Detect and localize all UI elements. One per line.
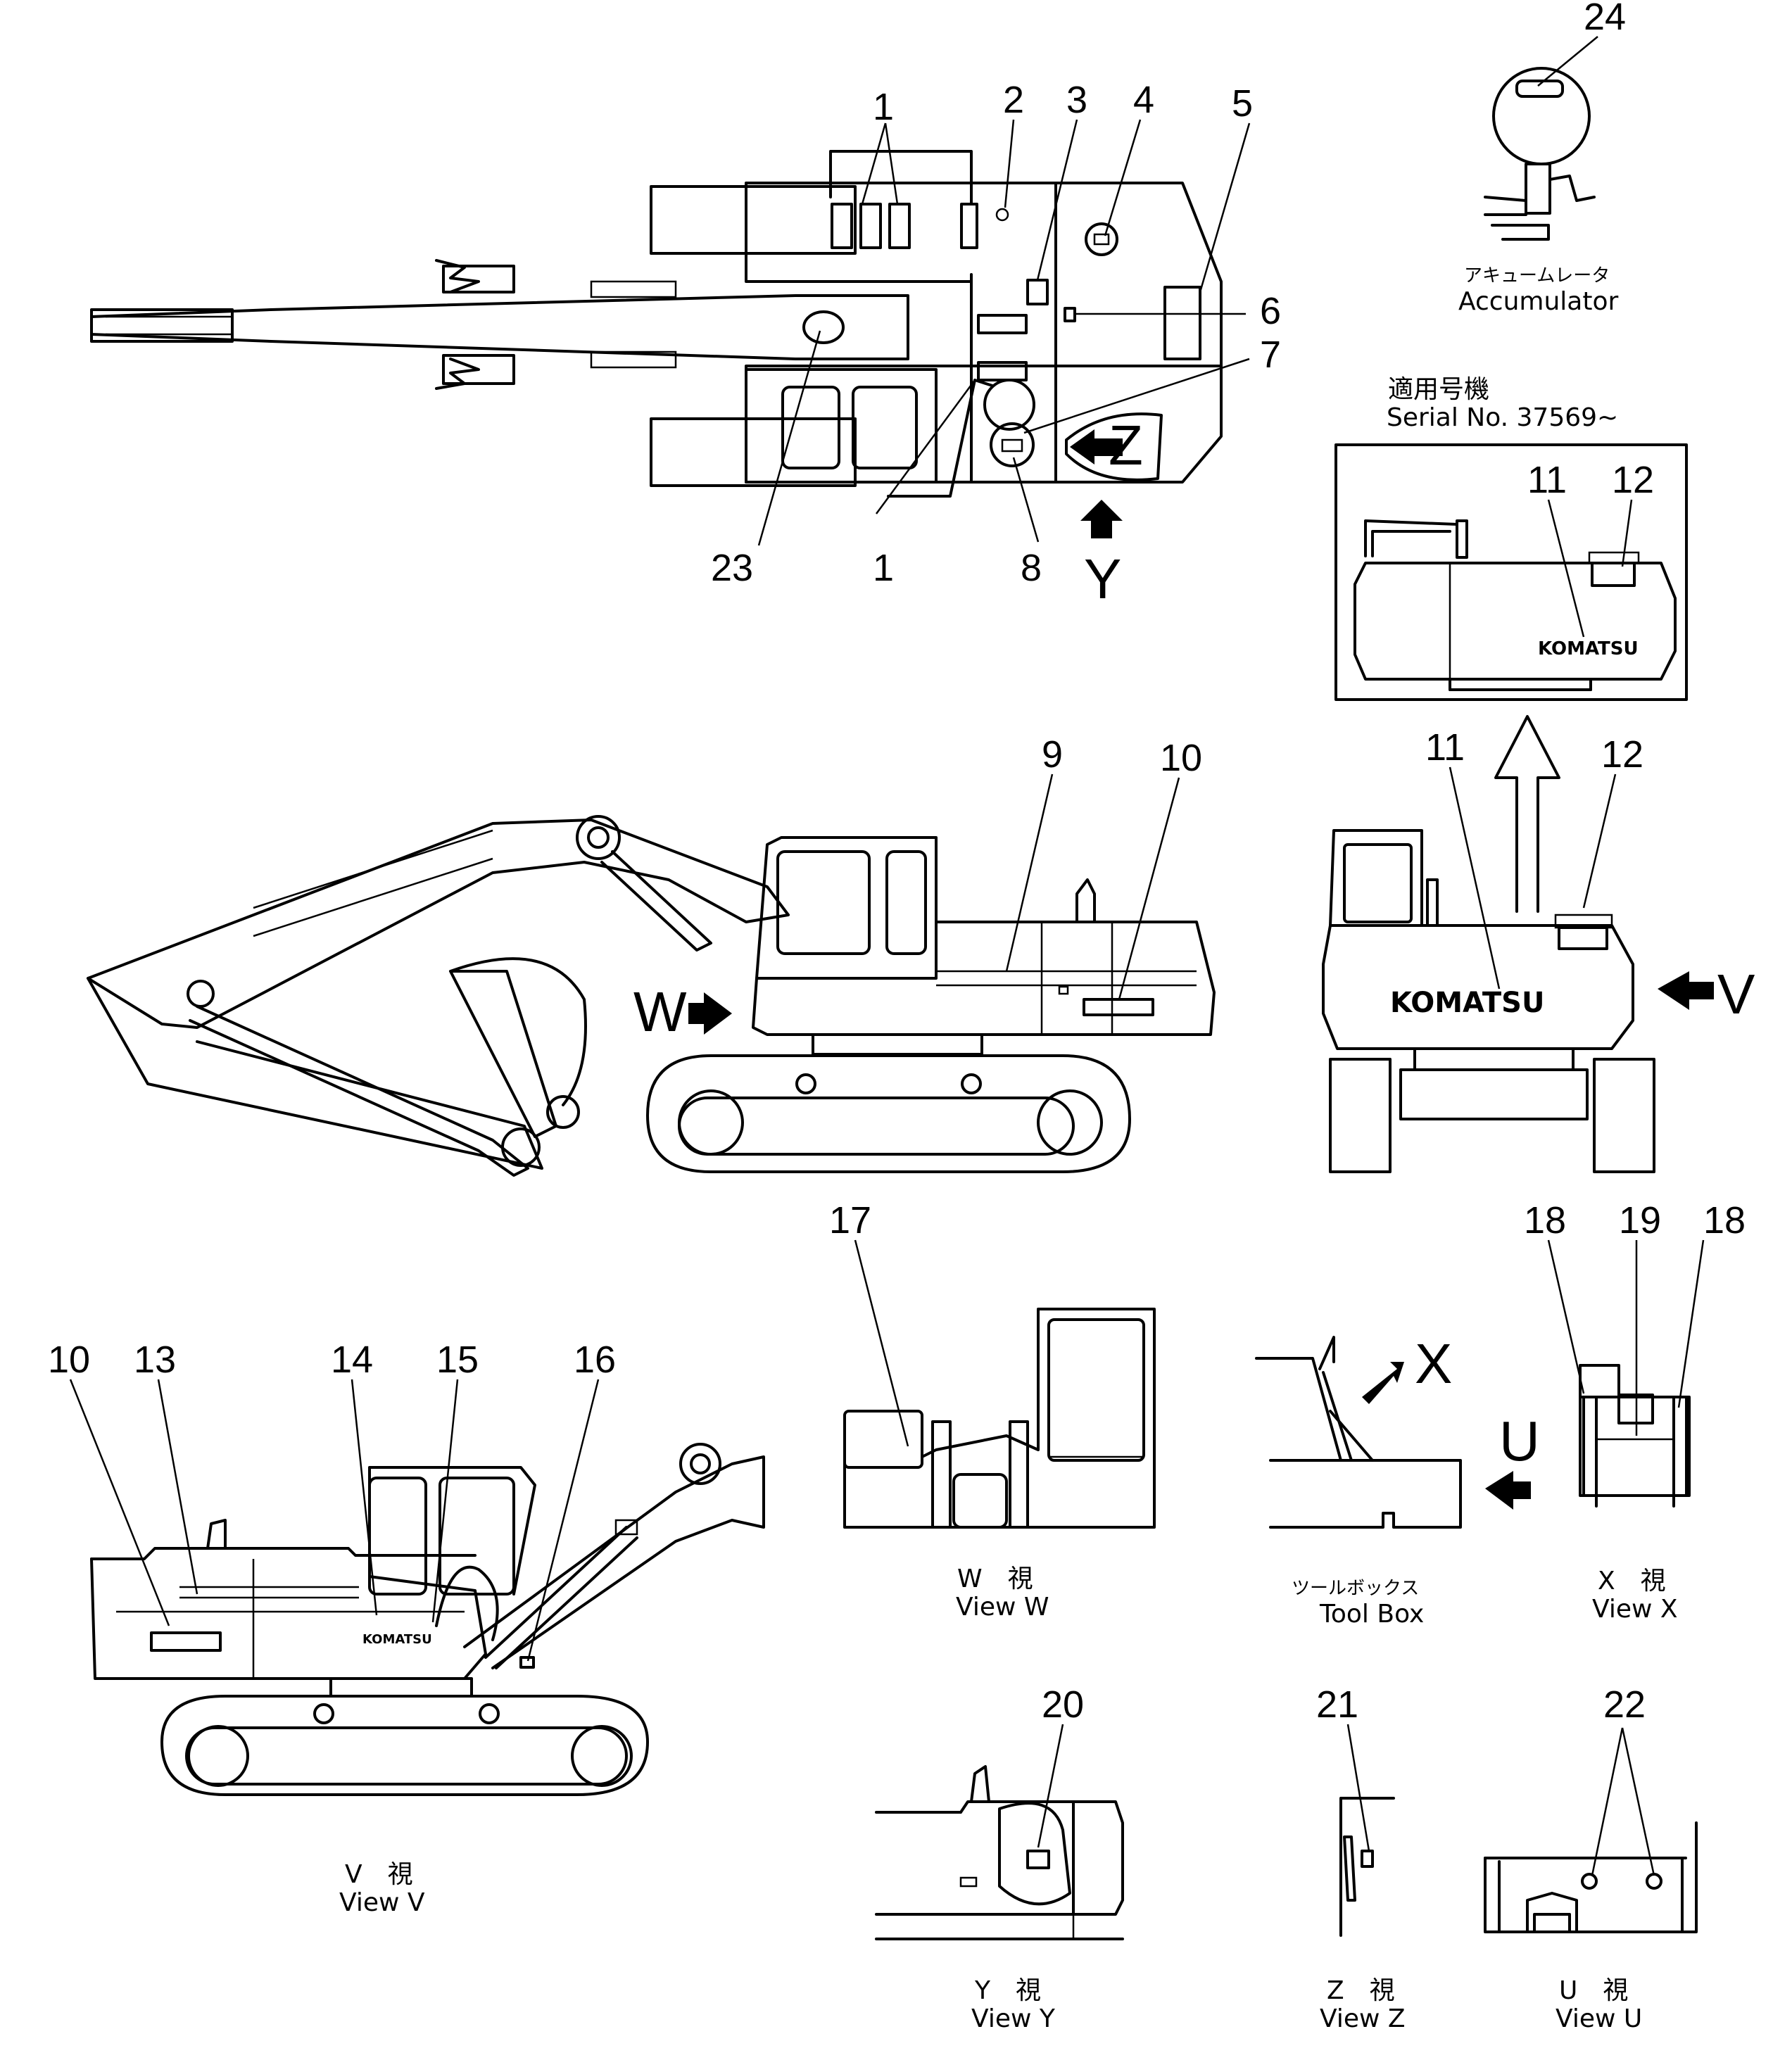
komatsu-logo-large: KOMATSU <box>1390 987 1544 1019</box>
view-arrow-z: Z <box>1109 414 1143 476</box>
view-arrow-y: Y <box>1084 548 1121 610</box>
label-part-1b: 1 <box>873 547 894 589</box>
komatsu-logo-tiny: KOMATSU <box>362 1632 432 1647</box>
view-y-caption-en: View Y <box>971 2004 1056 2033</box>
view-v-caption-en: View V <box>339 1888 425 1917</box>
top-view: Z Y 1 2 3 4 5 6 7 1 8 23 <box>90 79 1281 610</box>
tool-box-caption-en: Tool Box <box>1319 1600 1424 1629</box>
view-z-caption-jp: Z 視 <box>1327 1976 1395 2005</box>
label-part-11: 11 <box>1527 459 1567 501</box>
view-w: 17 W 視 View W <box>829 1199 1156 1622</box>
front-view: 11 12 KOMATSU V <box>1322 726 1755 1173</box>
view-arrow-x: X <box>1415 1332 1452 1395</box>
label-part-17: 17 <box>829 1199 871 1241</box>
komatsu-logo-small: KOMATSU <box>1538 638 1639 659</box>
tool-box-view: X U ツールボックス Tool Box <box>1255 1332 1540 1629</box>
serial-caption-jp: 適用号機 <box>1388 375 1489 404</box>
label-part-19: 19 <box>1619 1199 1661 1241</box>
label-part-16: 16 <box>574 1339 616 1381</box>
view-z-caption-en: View Z <box>1320 2004 1406 2033</box>
label-part-5: 5 <box>1232 82 1253 125</box>
label-part-13: 13 <box>134 1339 176 1381</box>
label-part-8: 8 <box>1021 547 1042 589</box>
view-arrow-u: U <box>1499 1410 1540 1472</box>
label-part-1: 1 <box>873 86 894 128</box>
view-w-caption-en: View W <box>956 1593 1049 1622</box>
label-part-4: 4 <box>1133 79 1154 121</box>
label-part-6: 6 <box>1260 290 1281 332</box>
view-arrow-v: V <box>1717 963 1755 1025</box>
serial-detail: 適用号機 Serial No. 37569~ KOMATSU 11 12 <box>1334 375 1688 913</box>
label-part-15: 15 <box>436 1339 479 1381</box>
label-part-2: 2 <box>1003 79 1024 121</box>
label-part-11b: 11 <box>1425 726 1465 769</box>
side-view: W 9 10 <box>87 733 1216 1177</box>
serial-caption-en: Serial No. 37569~ <box>1387 403 1618 432</box>
view-v-caption-jp: V 視 <box>345 1860 413 1889</box>
label-part-7: 7 <box>1260 334 1281 376</box>
view-arrow-w: W <box>633 980 687 1043</box>
tool-box-caption-jp: ツールボックス <box>1292 1578 1419 1599</box>
accumulator-caption-en: Accumulator <box>1458 287 1618 316</box>
accumulator-caption-jp: アキュームレータ <box>1464 265 1610 286</box>
view-x-caption-jp: X 視 <box>1598 1567 1666 1595</box>
label-part-9: 9 <box>1042 733 1063 776</box>
label-part-18: 18 <box>1524 1199 1566 1241</box>
label-part-18b: 18 <box>1703 1199 1746 1241</box>
label-part-12b: 12 <box>1601 733 1643 776</box>
label-part-20: 20 <box>1042 1683 1084 1726</box>
view-v: 10 13 14 15 16 KOMATSU V 視 <box>48 1339 765 1917</box>
view-y-caption-jp: Y 視 <box>974 1976 1041 2005</box>
view-w-caption-jp: W 視 <box>957 1565 1033 1593</box>
label-part-12: 12 <box>1612 459 1654 501</box>
accumulator-detail: 24 アキュームレータ Accumulator <box>1458 0 1626 316</box>
label-part-14: 14 <box>331 1339 373 1381</box>
label-part-3: 3 <box>1066 79 1087 121</box>
label-part-10: 10 <box>1160 737 1202 779</box>
view-z: 21 Z 視 View Z <box>1316 1683 1406 2033</box>
view-x: 18 19 18 X 視 View X <box>1524 1199 1746 1624</box>
label-part-10b: 10 <box>48 1339 90 1381</box>
view-u: 22 U 視 View U <box>1484 1683 1698 2033</box>
view-y: 20 Y 視 View Y <box>875 1683 1124 2033</box>
label-part-24: 24 <box>1584 0 1626 38</box>
label-part-21: 21 <box>1316 1683 1358 1726</box>
label-part-22: 22 <box>1603 1683 1646 1726</box>
label-part-23: 23 <box>711 547 753 589</box>
view-u-caption-en: View U <box>1556 2004 1642 2033</box>
view-x-caption-en: View X <box>1592 1595 1678 1624</box>
view-u-caption-jp: U 視 <box>1559 1976 1628 2005</box>
